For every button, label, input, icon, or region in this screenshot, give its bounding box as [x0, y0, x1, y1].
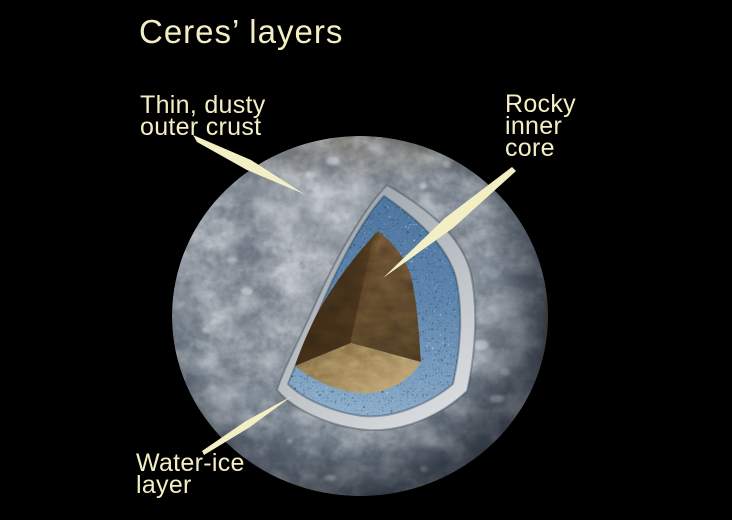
- core-bottom-texture: [295, 343, 421, 394]
- crust-rim-crease: [275, 183, 477, 432]
- ice-inner-edge: [286, 194, 462, 418]
- page-title: Ceres’ layers: [139, 13, 344, 50]
- label-water-ice-layer: Water-ice layer: [136, 449, 245, 499]
- label-rocky-inner-core: Rocky inner core: [505, 90, 576, 162]
- core-left-texture: [295, 231, 378, 366]
- rocky-inner-core: [295, 231, 421, 394]
- ice-leader-line: [202, 396, 292, 455]
- crust-leader-line: [193, 135, 304, 194]
- label-outer-crust: Thin, dusty outer crust: [140, 91, 266, 141]
- core-right-texture: [351, 231, 421, 362]
- core-leader-line: [383, 167, 516, 278]
